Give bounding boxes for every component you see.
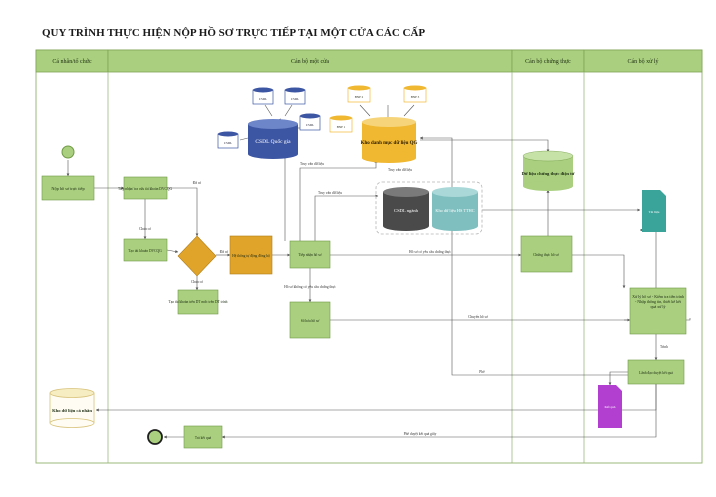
node-digitize-label: Số hóa hồ sơ [301,319,320,323]
edge-label: Hồ sơ không có yêu cầu chứng thực [284,285,336,289]
db-small-d [299,113,321,131]
node-process-text: Xử lý hồ sơ - Kiểm tra tiền trình - Nhập… [632,294,684,309]
end-event [147,429,163,445]
decision-gateway [177,235,217,277]
node-return [183,425,223,449]
edge-label: Chuyển hồ sơ [468,314,488,319]
node-approve-label: Lãnh đạo duyệt kết quả [639,371,673,375]
db-group-outline [375,181,483,235]
node-submit-label: Nộp hồ sơ trực tiếp [51,186,84,191]
edge-label: Trình [660,345,668,349]
db-national [248,119,298,159]
db-small-c [217,131,239,149]
node-receive-label: Tiếp nhận hồ sơ [298,253,321,257]
db-bnp-1 [329,115,353,133]
db-certified-label: Dữ liệu chứng thực điện tử [522,171,575,176]
db-catalog-label: Kho danh mục dữ liệu QG [361,141,418,146]
db-bnp-3 [403,85,427,103]
lane-title-one-stop: Cán bộ một cửa [291,59,329,65]
doc-output [642,190,666,232]
db-bnp-2 [347,85,371,103]
lane-title-processing: Cán bộ xử lý [627,59,658,65]
edge-label: Đã có [220,250,229,254]
node-system-sync [229,235,273,275]
doc-result [598,385,622,428]
db-industry-label: CSDL ngành [394,208,419,213]
node-process [629,287,687,335]
start-event [61,145,75,159]
db-small-b [284,87,306,105]
db-bnp-3-label: BNP 3 [411,95,420,99]
db-small-b-label: CSDL [291,97,299,101]
db-small-c-label: CSDL [224,141,232,145]
lane-title-certify: Cán bộ chứng thực [525,59,571,65]
db-personal-label: Kho dữ liệu cá nhân [52,408,92,413]
node-submit [41,175,95,201]
node-process-label: Xử lý hồ sơ - Kiểm tra tiền trình - Nhập… [632,294,684,309]
node-create-account-label: Tạo tài khoản DVCQG [128,249,162,253]
db-small-a [252,87,274,105]
db-small-a-label: CSDL [259,97,267,101]
node-citizen-account-label: Tạo tài khoản trên DT mức trên DT trình [169,300,228,304]
edge-label: Chưa có [139,227,151,231]
node-approve [627,359,685,385]
db-bnp-2-label: BNP 2 [355,95,364,99]
node-certify [520,235,573,273]
node-citizen-account [177,289,219,315]
db-certified [522,150,574,191]
edge-label: Truy vấn dữ liệu [300,162,324,166]
doc-result-label: Kết quả [605,405,616,409]
node-certify-label: Chứng thực hồ sơ [533,253,559,257]
edge-label: Hồ sơ có yêu cầu chứng thực [409,250,451,254]
db-national-label: CSDL Quốc gia [255,138,291,145]
node-receive [289,240,331,269]
db-tthc [432,187,478,231]
edge-label: Đã có [193,181,202,185]
db-bnp-1-label: BNP 1 [337,125,346,129]
node-digitize [289,301,331,339]
node-check-account-label: Tiếp nhận/ tra cứu tài khoản DVCQG [118,187,173,191]
edge-label: Truy vấn dữ liệu [388,168,412,172]
doc-output-label: Tài liệu [649,210,660,214]
lane-header-processing [583,49,703,73]
node-check-account [123,176,168,200]
lane-title-individual: Cá nhân/tổ chức [52,58,92,65]
node-return-label: Trả kết quả [195,436,212,440]
node-create-account [123,238,168,262]
db-tthc-label: Kho dữ liệu HS TTHC [435,208,474,213]
edge-label: Phê [479,370,485,374]
db-personal [49,388,95,428]
edge-label: Truy vấn dữ liệu [318,191,342,195]
node-system-sync-label: Hệ thống tự động đồng bộ [232,254,270,258]
edge-label: Phê duyệt kết quả giấy [404,432,437,436]
edge-label: Chưa có [191,280,203,284]
db-industry [383,187,429,231]
db-small-d-label: CSDL [306,123,314,127]
db-catalog [362,117,416,163]
page-title: QUY TRÌNH THỰC HIỆN NỘP HỒ SƠ TRỰC TIẾP … [42,27,426,39]
